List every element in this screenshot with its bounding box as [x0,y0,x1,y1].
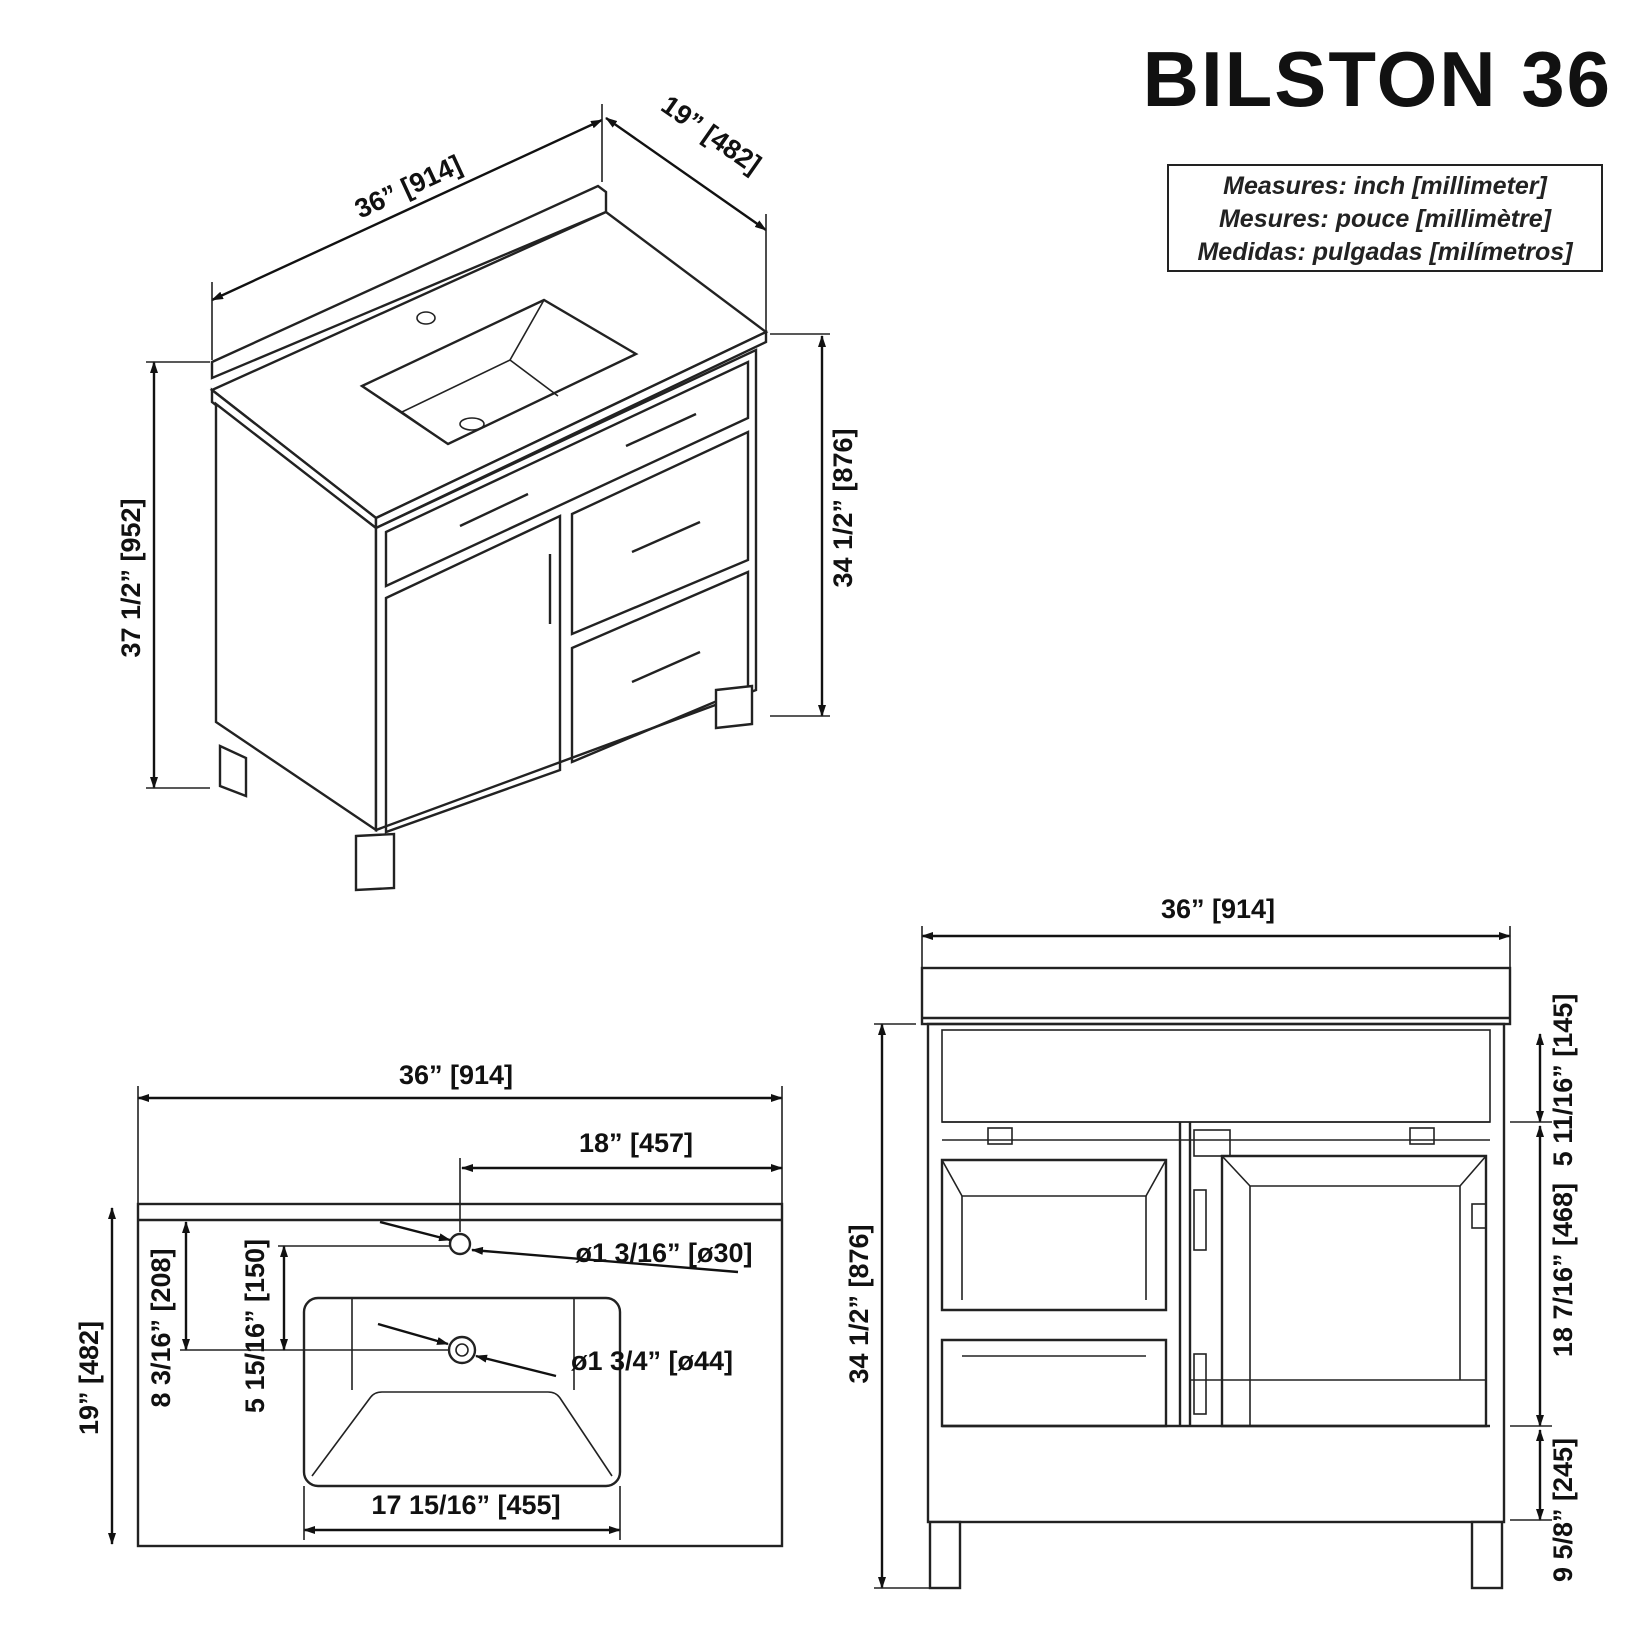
iso-width-label: 36” [914] [350,149,466,224]
bottom-section-label: 9 5/8” [245] [1548,1438,1578,1582]
front-leg-left [928,1520,962,1590]
top-drawer-handle-right [625,412,697,448]
front-cabinet-frame [926,1022,1506,1524]
right-drawer-upper [570,430,750,636]
top-section-label: 5 11/16” [145] [1548,994,1578,1167]
units-legend-french: Mesures: pouce [millimètre] [1218,205,1552,233]
isometric-view: 36” [914] 19” [482] 37 1/2” [952] 34 1/2… [116,90,858,892]
basin-slope [311,1298,613,1477]
front-top-compartment [941,1029,1491,1123]
left-drawer-lower [940,1338,1168,1428]
drain-top-inner [455,1343,469,1357]
units-legend-spanish: Medidas: pulgadas [milímetros] [1197,238,1573,266]
left-drawer-upper [940,1158,1168,1312]
sink-basin-wall [361,299,545,413]
product-title: BILSTON 36 [1142,35,1612,123]
hinge-upper [1193,1189,1207,1251]
door-catch [1471,1203,1487,1229]
drain-hole-leader-in [377,1322,449,1346]
faucet-to-drain-label: 8 3/16” [208] [146,1248,176,1407]
iso-depth-dimension [605,117,767,231]
cabinet-door [384,514,562,834]
cabinet-front-panel [374,348,758,832]
basin-width-label: 17 15/16” [455] [371,1490,560,1520]
drain-hole-leader-out [475,1354,557,1378]
faucet-hole-leader-in [379,1220,451,1242]
drain-offset-label: 18” [457] [579,1128,693,1158]
right-drawer-upper-handle [631,520,701,554]
slide-bracket-right [1409,1127,1435,1145]
faucet-hole-label: ø1 3/16” [ø30] [575,1238,752,1268]
faucet-hole-top [448,1232,472,1256]
countertop-front-edge [374,330,768,530]
faucet-hole [416,311,436,325]
units-legend: Measures: inch [millimeter] Mesures: pou… [1167,164,1603,272]
front-countertop [920,966,1512,1026]
right-drawer-lower-handle [631,650,701,684]
sink-drain [459,417,485,431]
drain-hole-label: ø1 3/4” [ø44] [571,1346,733,1376]
slide-bracket-left [987,1127,1013,1145]
leg-front-left [354,832,396,892]
hinge-lower [1193,1353,1207,1415]
top-drawer-handle-left [459,492,529,528]
front-leg-right [1470,1520,1504,1590]
front-width-label: 36” [914] [1161,894,1275,924]
iso-depth-label: 19” [482] [656,90,767,180]
front-height-label: 34 1/2” [876] [844,1224,874,1383]
leg-front-right [714,684,754,730]
iso-total-height-label: 37 1/2” [952] [116,498,146,657]
top-drawer [384,360,750,588]
top-view: 36” [914] 18” [457] ø1 3/16” [ø30] ø1 3/… [74,1060,784,1548]
vanity-isometric [209,184,769,892]
top-depth-label: 19” [482] [74,1321,104,1435]
top-width-label: 36” [914] [399,1060,513,1090]
front-view: 36” [914] 34 1/2” [876] 5 11/16” [145] 1… [844,894,1578,1590]
iso-cabinet-height-label: 34 1/2” [876] [828,428,858,587]
units-legend-english: Measures: inch [millimeter] [1223,172,1547,200]
drain-top-outer [447,1335,477,1365]
center-bracket [1193,1129,1231,1157]
leg-back-left [218,744,248,798]
right-door-opening [1220,1154,1488,1428]
iso-width-dimension [211,118,603,302]
basin-outline [302,1296,622,1488]
faucet-hole-leader-out [471,1246,739,1274]
middle-section-label: 18 7/16” [468] [1548,1183,1578,1357]
basin-to-drain-label: 5 15/16” [150] [240,1239,270,1413]
